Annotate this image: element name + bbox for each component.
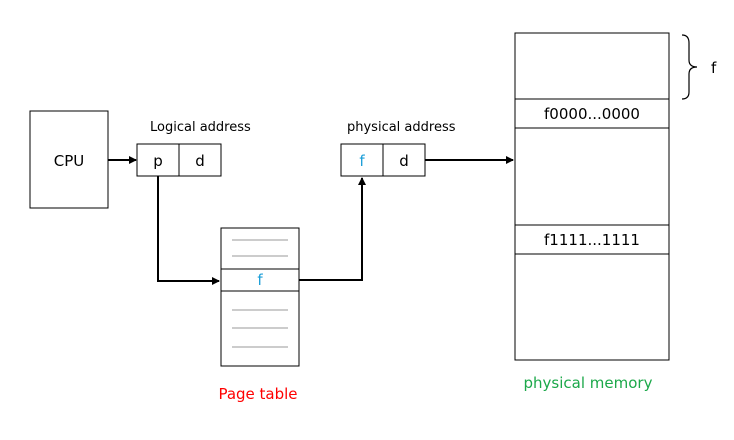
- logical-page-field: p: [153, 152, 163, 170]
- page-number-to-table-arrow: [157, 176, 220, 285]
- frame-brace: [681, 34, 698, 100]
- logical-offset-field: d: [195, 152, 205, 170]
- page-table-other-entries: [232, 239, 288, 348]
- physical-offset-field: d: [399, 152, 409, 170]
- page-table-frame-entry: f: [257, 271, 263, 289]
- page-table-box: [220, 227, 300, 367]
- page-table-caption: Page table: [218, 385, 297, 403]
- cpu-label: CPU: [54, 152, 85, 170]
- frame-end-address: f1111...1111: [544, 231, 640, 249]
- frame-start-address: f0000...0000: [544, 105, 640, 123]
- frame-brace-label: f: [711, 59, 717, 77]
- frame-to-physical-arrow: [299, 177, 366, 281]
- physical-address-title: physical address: [347, 120, 456, 135]
- physical-memory-box: [514, 32, 670, 361]
- cpu-box: [29, 110, 109, 209]
- logical-address-title: Logical address: [150, 120, 251, 135]
- physical-frame-field: f: [359, 152, 365, 170]
- physical-memory-caption: physical memory: [524, 374, 653, 392]
